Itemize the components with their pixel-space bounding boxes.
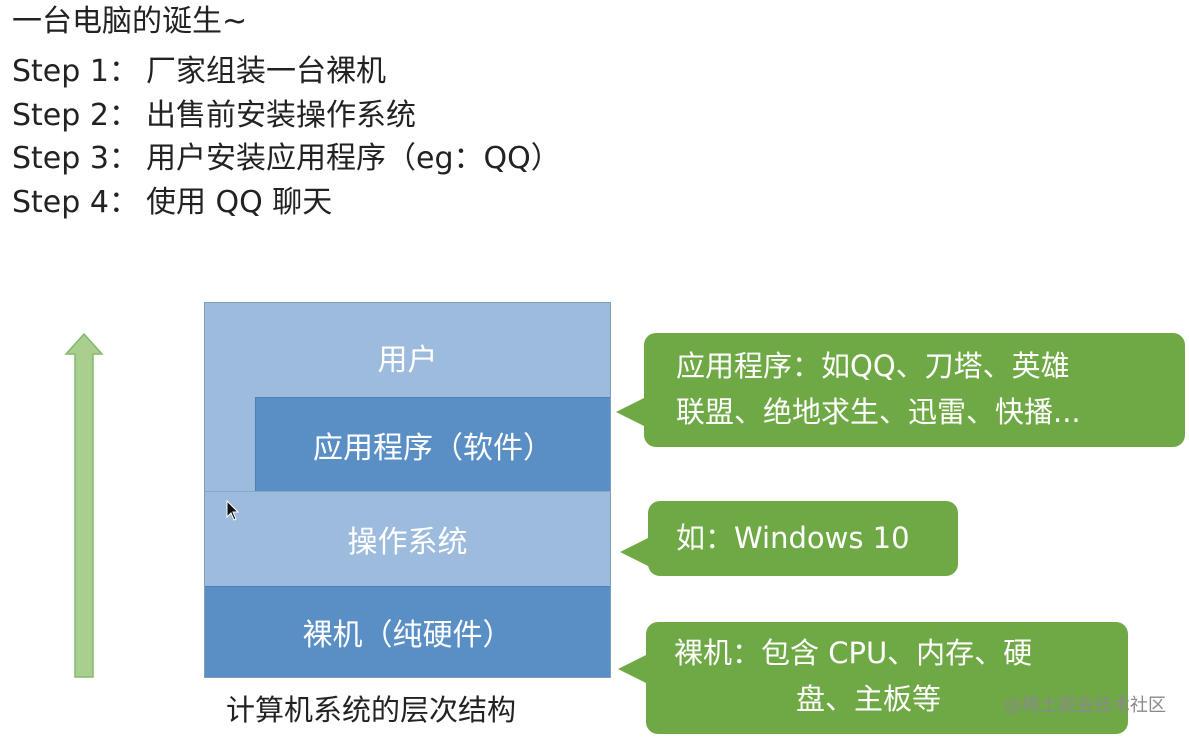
step-text: 使用 QQ 聊天 <box>146 184 333 220</box>
step-text: 用户安装应用程序（eg：QQ） <box>146 141 561 176</box>
layer-user-label: 用户 <box>377 343 438 378</box>
step-item: Step 3：用户安装应用程序（eg：QQ） <box>12 137 561 181</box>
step-text: 出售前安装操作系统 <box>146 97 416 133</box>
step-label: Step 1： <box>12 54 139 89</box>
callout-applications-line2: 联盟、绝地求生、迅雷、快播... <box>676 395 1081 429</box>
layer-applications-label: 应用程序（软件） <box>313 430 553 466</box>
step-label: Step 2： <box>12 97 139 133</box>
callout-operating-system: 如：Windows 10 <box>620 501 958 576</box>
step-text: 厂家组装一台裸机 <box>146 54 386 89</box>
layer-applications: 应用程序（软件） <box>255 397 610 491</box>
step-item: Step 1：厂家组装一台裸机 <box>12 50 561 94</box>
callout-applications: 应用程序：如QQ、刀塔、英雄 联盟、绝地求生、迅雷、快播... <box>616 333 1185 447</box>
callout-hardware-line1: 裸机：包含 CPU、内存、硬 <box>674 636 1033 670</box>
callout-hardware-line2: 盘、主板等 <box>796 682 942 716</box>
step-label: Step 4： <box>12 184 139 220</box>
step-item: Step 2：出售前安装操作系统 <box>12 94 561 138</box>
layer-hardware-label: 裸机（纯硬件） <box>302 618 513 653</box>
callout-applications-line1: 应用程序：如QQ、刀塔、英雄 <box>676 349 1070 383</box>
watermark: @稀土掘金技术社区 <box>1004 695 1166 716</box>
layer-operating-system: 操作系统 <box>205 491 610 586</box>
step-item: Step 4：使用 QQ 聊天 <box>12 181 561 225</box>
up-arrow-icon <box>64 332 104 678</box>
mouse-cursor-icon <box>226 500 240 521</box>
step-label: Step 3： <box>12 141 139 176</box>
callout-operating-system-text: 如：Windows 10 <box>676 521 910 555</box>
steps-list: Step 1：厂家组装一台裸机 Step 2：出售前安装操作系统 Step 3：… <box>12 50 561 224</box>
callout-hardware: 裸机：包含 CPU、内存、硬 盘、主板等 <box>618 622 1128 734</box>
intro-title: 一台电脑的诞生~ <box>12 4 248 39</box>
layer-stack: 用户 应用程序（软件） 操作系统 裸机（纯硬件） <box>204 302 611 678</box>
layer-operating-system-label: 操作系统 <box>347 525 468 560</box>
diagram-caption: 计算机系统的层次结构 <box>226 693 517 727</box>
layer-hardware: 裸机（纯硬件） <box>205 586 610 677</box>
